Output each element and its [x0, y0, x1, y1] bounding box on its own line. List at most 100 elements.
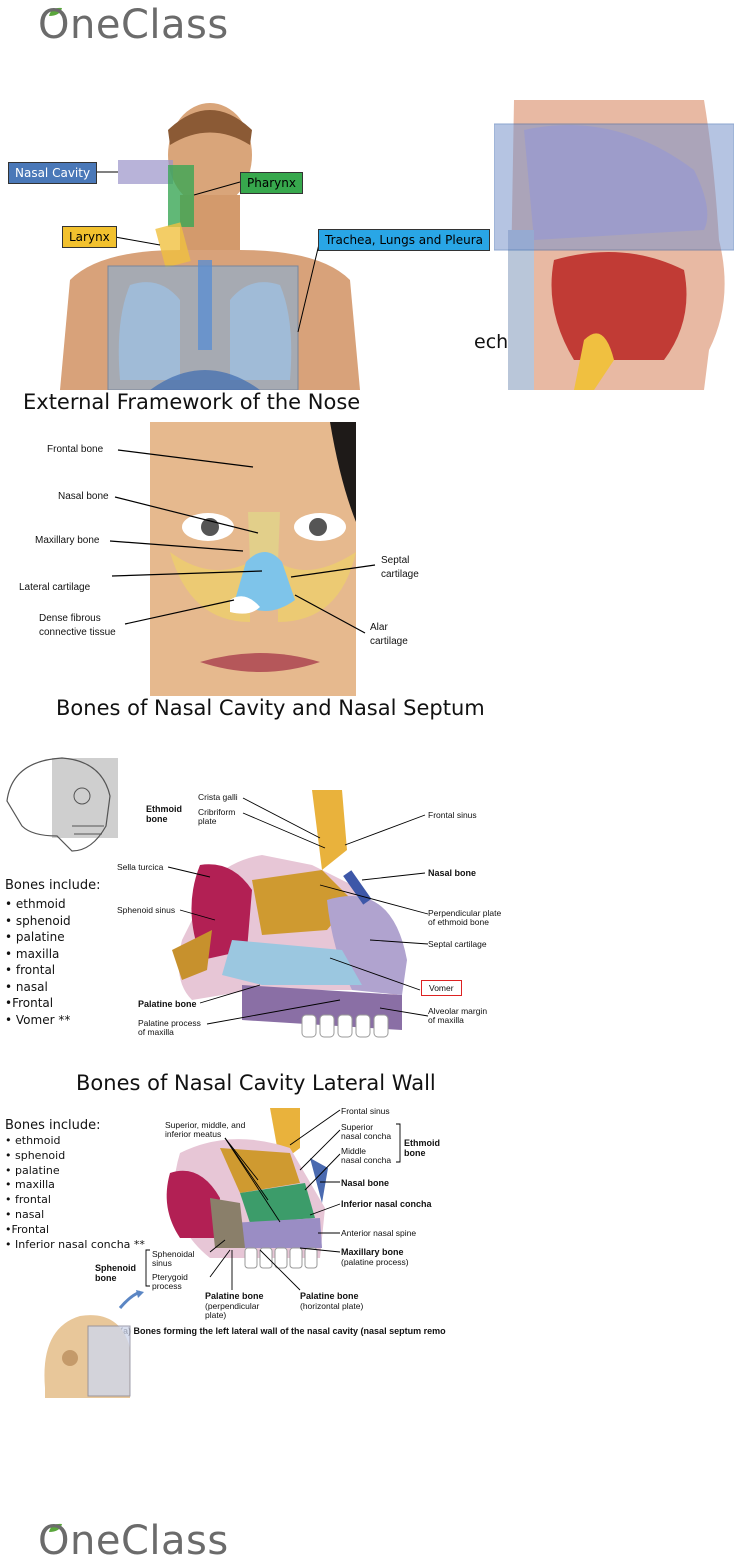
- list-item: • nasal: [5, 1207, 45, 1221]
- respiratory-figure: Nasal Cavity Pharynx Larynx Trachea, Lun…: [0, 100, 736, 390]
- nasal-septum-illustration: [172, 790, 407, 1038]
- list-item: • maxilla: [5, 1178, 55, 1192]
- lateral-bones-title: Bones include:: [5, 1118, 101, 1133]
- septum-bones-title: Bones include:: [5, 878, 101, 893]
- list-item: • palatine: [5, 930, 65, 944]
- list-item: •Frontal: [5, 996, 54, 1010]
- palatine-bone-label: Palatine bone: [138, 999, 197, 1009]
- crista-galli-label: Crista galli: [198, 792, 238, 802]
- perpendicular-plate-label-1: Perpendicular plate: [428, 908, 502, 918]
- brand-name: OneClass: [38, 2, 229, 48]
- lateral-wall-illustration: [166, 1108, 328, 1269]
- ethmoid-label-1: Ethmoid: [404, 1138, 440, 1148]
- alveolar-margin-label-1: Alveolar margin: [428, 1006, 488, 1016]
- sphenoid-bone-label-2: bone: [95, 1273, 117, 1283]
- sella-turcica-label: Sella turcica: [117, 862, 164, 872]
- middle-concha-label-2: nasal concha: [341, 1155, 392, 1165]
- figure-caption: (a) Bones forming the left lateral wall …: [120, 1326, 446, 1336]
- meatus-label-2: inferior meatus: [165, 1129, 222, 1139]
- leaf-icon: [49, 7, 62, 16]
- pharynx-label: Pharynx: [240, 172, 303, 194]
- sphenoid-sinus-label: Sphenoid sinus: [117, 905, 176, 915]
- palatine-horiz-label-1: Palatine bone: [300, 1291, 359, 1301]
- vomer-label: Vomer: [421, 980, 462, 996]
- list-item: • ethmoid: [5, 1134, 61, 1147]
- palatine-process-label-1: Palatine process: [138, 1018, 201, 1028]
- section-heading-lateral-wall: Bones of Nasal Cavity Lateral Wall: [76, 1071, 436, 1095]
- list-item: • palatine: [5, 1163, 60, 1177]
- dense-fibrous-label-1: Dense fibrous: [39, 613, 101, 624]
- sagittal-head-illustration: [494, 100, 734, 390]
- list-item: • maxilla: [5, 946, 60, 961]
- dense-fibrous-label-2: connective tissue: [39, 627, 116, 638]
- nasal-bone-label: Nasal bone: [428, 868, 477, 878]
- palatine-perp-label-2: (perpendicular: [205, 1301, 260, 1311]
- lateral-cartilage-label: Lateral cartilage: [19, 582, 91, 593]
- brand-logo-bottom: OneClass: [38, 1518, 238, 1566]
- septal-cartilage-label: Septal cartilage: [428, 939, 487, 949]
- skull-orientation-thumbnail: [44, 1290, 144, 1398]
- septal-cartilage-label-2: cartilage: [381, 569, 419, 580]
- palatine-process-label-2: of maxilla: [138, 1027, 174, 1037]
- list-item: • Vomer **: [5, 1012, 71, 1027]
- nasal-cavity-label: Nasal Cavity: [8, 162, 98, 184]
- list-item: •Frontal: [5, 1222, 50, 1236]
- septal-cartilage-label-1: Septal: [381, 555, 410, 566]
- trachea-lungs-label: Trachea, Lungs and Pleura: [318, 229, 491, 251]
- sphenoidal-sinus-label-2: sinus: [152, 1258, 172, 1268]
- section-heading-external-framework: External Framework of the Nose: [23, 390, 361, 414]
- frontal-sinus-label-2: Frontal sinus: [341, 1106, 390, 1116]
- cribriform-label-2: plate: [198, 816, 217, 826]
- list-item: • frontal: [5, 963, 56, 977]
- brand-logo-top: OneClass: [38, 2, 238, 50]
- septum-leader-lines: [167, 797, 429, 1025]
- list-item: • sphenoid: [5, 1148, 66, 1162]
- list-item: • ethmoid: [5, 897, 66, 911]
- maxillary-label-1: Maxillary bone: [341, 1247, 404, 1257]
- middle-concha-label-1: Middle: [341, 1146, 367, 1156]
- partial-caption: ech: [474, 331, 509, 353]
- list-item: • sphenoid: [5, 913, 71, 928]
- meatus-label-1: Superior, middle, and: [165, 1120, 246, 1130]
- ethmoid-label-2: bone: [404, 1148, 426, 1158]
- leaf-icon: [49, 1523, 62, 1532]
- face-illustration: [150, 422, 356, 696]
- list-item: • frontal: [5, 1193, 51, 1207]
- pterygoid-label-1: Pterygoid: [152, 1272, 188, 1282]
- larynx-label: Larynx: [62, 226, 117, 248]
- maxillary-bone-label: Maxillary bone: [35, 535, 100, 546]
- leader-lines: [109, 449, 376, 634]
- torso-illustration: [60, 103, 360, 390]
- alar-cartilage-label-2: cartilage: [370, 636, 408, 647]
- palatine-perp-label-3: plate): [205, 1310, 227, 1320]
- superior-concha-label-2: nasal concha: [341, 1131, 392, 1141]
- palatine-perp-label-1: Palatine bone: [205, 1291, 264, 1301]
- sphenoidal-sinus-label-1: Sphenoidal: [152, 1249, 195, 1259]
- pterygoid-label-2: process: [152, 1281, 182, 1291]
- alveolar-margin-label-2: of maxilla: [428, 1015, 464, 1025]
- frontal-sinus-label: Frontal sinus: [428, 810, 477, 820]
- lateral-bones-list: • ethmoid • sphenoid • palatine • maxill…: [5, 1134, 145, 1252]
- ethmoid-bone-label-2: bone: [146, 814, 168, 824]
- frontal-bone-label: Frontal bone: [47, 444, 104, 455]
- list-item: • Inferior nasal concha **: [5, 1237, 145, 1251]
- perpendicular-plate-label-2: of ethmoid bone: [428, 917, 489, 927]
- list-item: • nasal: [5, 979, 48, 994]
- lateral-leader-lines: [145, 1109, 401, 1291]
- section-heading-nasal-septum: Bones of Nasal Cavity and Nasal Septum: [56, 696, 485, 720]
- ethmoid-bone-label-1: Ethmoid: [146, 804, 182, 814]
- inferior-concha-label: Inferior nasal concha: [341, 1199, 432, 1209]
- septum-bones-list: • ethmoid • sphenoid • palatine • maxill…: [5, 896, 71, 1028]
- anterior-spine-label: Anterior nasal spine: [341, 1228, 417, 1238]
- skull-thumbnail: [6, 757, 118, 852]
- alar-cartilage-label-1: Alar: [370, 622, 388, 633]
- sphenoid-bone-label-1: Sphenoid: [95, 1263, 136, 1273]
- maxillary-label-2: (palatine process): [341, 1257, 409, 1267]
- nasal-bone-label-2: Nasal bone: [341, 1178, 390, 1188]
- nasal-bone-label: Nasal bone: [58, 491, 109, 502]
- palatine-horiz-label-2: (horizontal plate): [300, 1301, 364, 1311]
- brand-name: OneClass: [38, 1518, 229, 1564]
- nose-framework-figure: Frontal bone Nasal bone Maxillary bone L…: [0, 420, 736, 696]
- cribriform-label-1: Cribriform: [198, 807, 236, 817]
- superior-concha-label-1: Superior: [341, 1122, 374, 1132]
